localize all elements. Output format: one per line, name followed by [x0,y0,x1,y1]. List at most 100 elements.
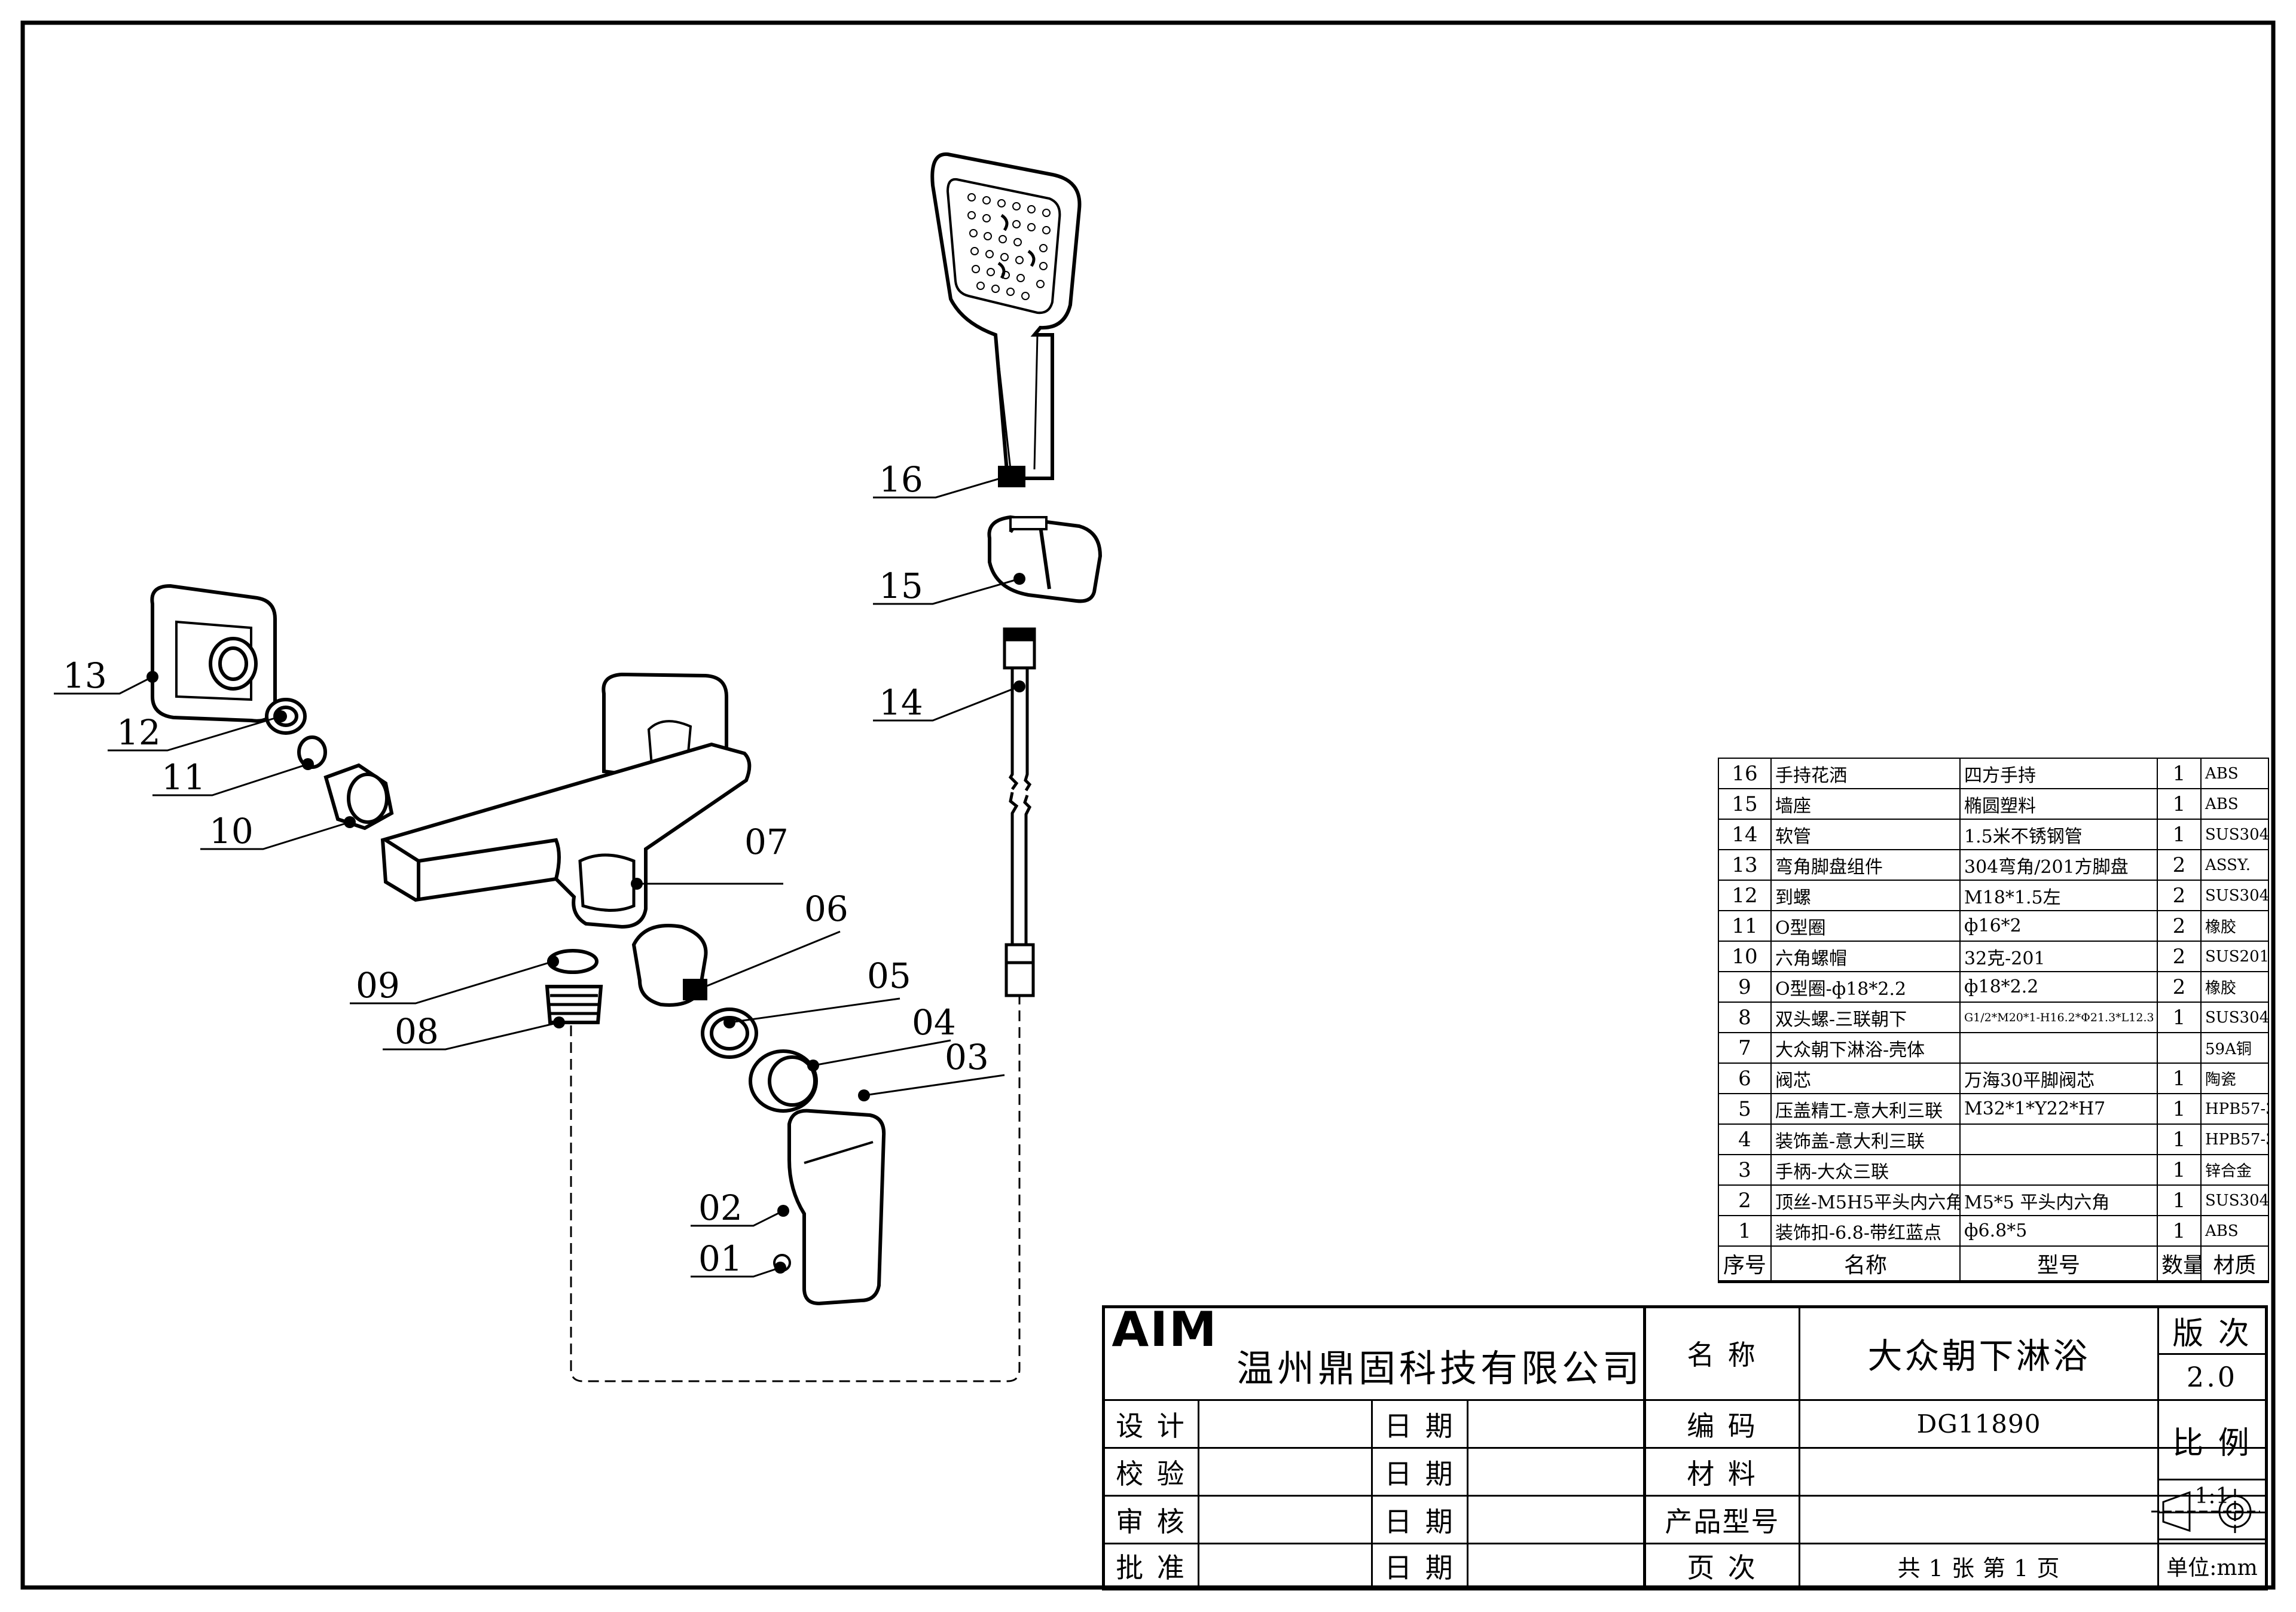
bom-cell-qty: 1 [2157,1154,2202,1186]
bom-cell-qty: 1 [2157,758,2202,789]
bom-cell-spec: 四方手持 [1959,758,2158,789]
bom-cell-mat: 橡胶 [2200,910,2269,942]
date-label-2: 日 期 [1384,1457,1455,1490]
callout-leaders [54,474,1020,1278]
hose-part [1003,627,1036,997]
decorative-cover-part [749,1049,818,1113]
bom-cell-name: 双头螺-三联朝下 [1770,1002,1961,1033]
callout-09: 09 [356,965,400,1006]
bom-cell-mat: HPB57-3 [2200,1123,2269,1155]
bom-cell-name: 装饰盖-意大利三联 [1770,1123,1961,1155]
callout-05: 05 [867,955,911,996]
bom-cell-mat: ABS [2200,1215,2269,1247]
bom-cell-qty: 2 [2157,910,2202,942]
callout-10: 10 [209,811,254,851]
bom-cell-no: 4 [1718,1123,1772,1155]
callout-03: 03 [945,1037,989,1077]
bom-cell-qty: 1 [2157,1063,2202,1094]
bom-cell-qty: 1 [2157,1215,2202,1247]
model-label: 产品型号 [1665,1505,1780,1538]
bom-cell-name: 到螺 [1770,880,1961,911]
bom-cell-qty: 1 [2157,1093,2202,1125]
bom-cell-mat: 59A铜 [2200,1032,2269,1064]
callout-dots [146,469,1025,1274]
bom-cell-spec: 304弯角/201方脚盘 [1959,849,2158,881]
callout-12: 12 [117,712,161,753]
bom-cell-spec: 万海30平脚阀芯 [1959,1063,2158,1094]
bom-cell-qty: 1 [2157,1002,2202,1033]
bom-cell-mat: ABS [2200,788,2269,820]
callout-14: 14 [879,682,923,723]
unit-label: 单位:mm [2166,1556,2258,1580]
scale-value: 1:1 [2194,1483,2230,1509]
bom-cell-no: 7 [1718,1032,1772,1064]
bom-cell-spec: M32*1*Y22*H7 [1959,1093,2158,1125]
callout-01: 01 [698,1238,743,1279]
name-label: 名 称 [1687,1339,1758,1371]
approve-label: 批 准 [1116,1552,1187,1584]
bom-cell-mat: SUS304 [2200,819,2269,850]
bom-cell-no: 11 [1718,910,1772,942]
bom-cell-name: O型圈-ф18*2.2 [1770,971,1961,1003]
bom-cell-mat: SUS304 [2200,1002,2269,1033]
review-label: 审 核 [1116,1505,1187,1538]
callout-02: 02 [698,1187,743,1228]
bom-cell-qty: 2 [2157,880,2202,911]
bom-cell-qty: 1 [2157,819,2202,850]
callout-15: 15 [879,566,923,606]
bom-cell-name: 装饰扣-6.8-带红蓝点 [1770,1215,1961,1247]
scale-label: 比 例 [2172,1425,2252,1461]
page-value: 共 1 张 第 1 页 [1897,1555,2060,1582]
bom-header-qty: 数量 [2157,1245,2202,1283]
bom-cell-name: 六角螺帽 [1770,941,1961,972]
bom-cell-mat: ABS [2200,758,2269,789]
assembly-dashed-line [570,996,1021,1382]
bom-cell-spec: ф16*2 [1959,910,2158,942]
bom-header-spec: 型号 [1959,1245,2158,1283]
bom-cell-no: 8 [1718,1002,1772,1033]
hand-shower-part [930,152,1082,487]
bom-cell-mat: SUS304 [2200,1184,2269,1216]
callout-07: 07 [744,822,789,862]
callout-08: 08 [395,1011,439,1052]
bom-cell-no: 13 [1718,849,1772,881]
callout-16: 16 [879,459,923,500]
bom-header-no: 序号 [1718,1245,1772,1283]
callout-06: 06 [804,889,848,929]
bom-cell-mat: SUS201 [2200,941,2269,972]
bom-cell-name: 手柄-大众三联 [1770,1154,1961,1186]
bom-cell-mat: SUS304 [2200,880,2269,911]
date-label-4: 日 期 [1384,1552,1455,1584]
shower-head-nozzles [967,193,1051,300]
wall-flange-part [150,584,277,723]
bom-cell-spec [1959,1154,2158,1186]
bom-cell-no: 16 [1718,758,1772,789]
bom-cell-qty: 1 [2157,1184,2202,1216]
product-name: 大众朝下淋浴 [1867,1336,2090,1376]
callout-11: 11 [161,757,206,798]
bom-cell-no: 10 [1718,941,1772,972]
bom-header-name: 名称 [1770,1245,1961,1283]
bom-cell-mat: HPB57-3 [2200,1093,2269,1125]
bom-cell-spec [1959,1032,2158,1064]
handle-part [773,1109,886,1306]
bom-header-row: 序号名称型号数量材质 [1718,1245,2269,1283]
company-name: 温州鼎固科技有限公司 [1236,1347,1643,1390]
bom-cell-qty: 1 [2157,788,2202,820]
date-label-3: 日 期 [1384,1505,1455,1538]
bom-cell-name: 大众朝下淋浴-壳体 [1770,1032,1961,1064]
bom-cell-name: 阀芯 [1770,1063,1961,1094]
